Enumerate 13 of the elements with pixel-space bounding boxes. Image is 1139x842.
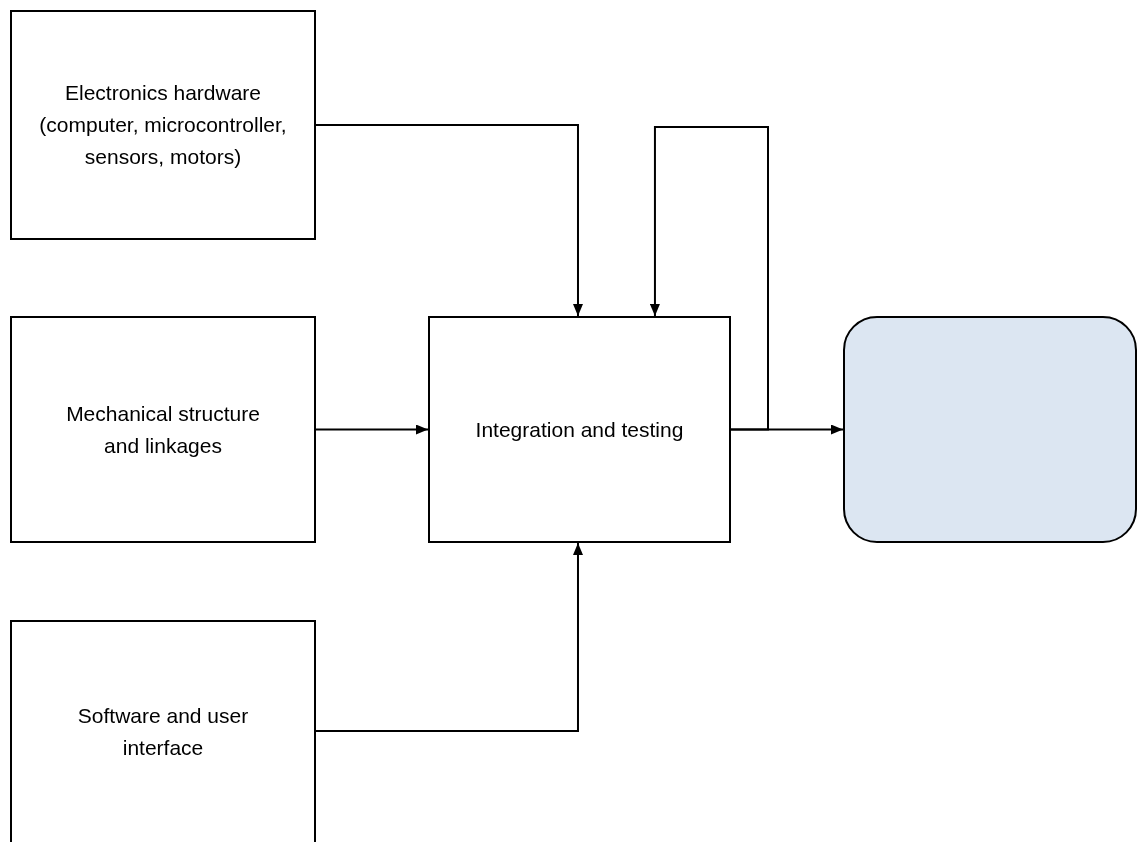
arrow [315, 424, 429, 435]
arrow [315, 124, 583, 317]
process-box [428, 316, 731, 543]
process-box [10, 316, 316, 543]
box-label: Mechanical structure and linkages [65, 400, 261, 459]
process-box [10, 620, 316, 842]
box-label: Electronics hardware (computer, microcontroller, sensors, motors) [38, 80, 288, 170]
process-box [10, 10, 316, 240]
arrow [649, 126, 769, 431]
box-label: Software and user interface [76, 703, 250, 761]
box-label: Integration and testing [475, 416, 684, 443]
arrow [315, 542, 583, 732]
rounded-box [843, 316, 1137, 543]
